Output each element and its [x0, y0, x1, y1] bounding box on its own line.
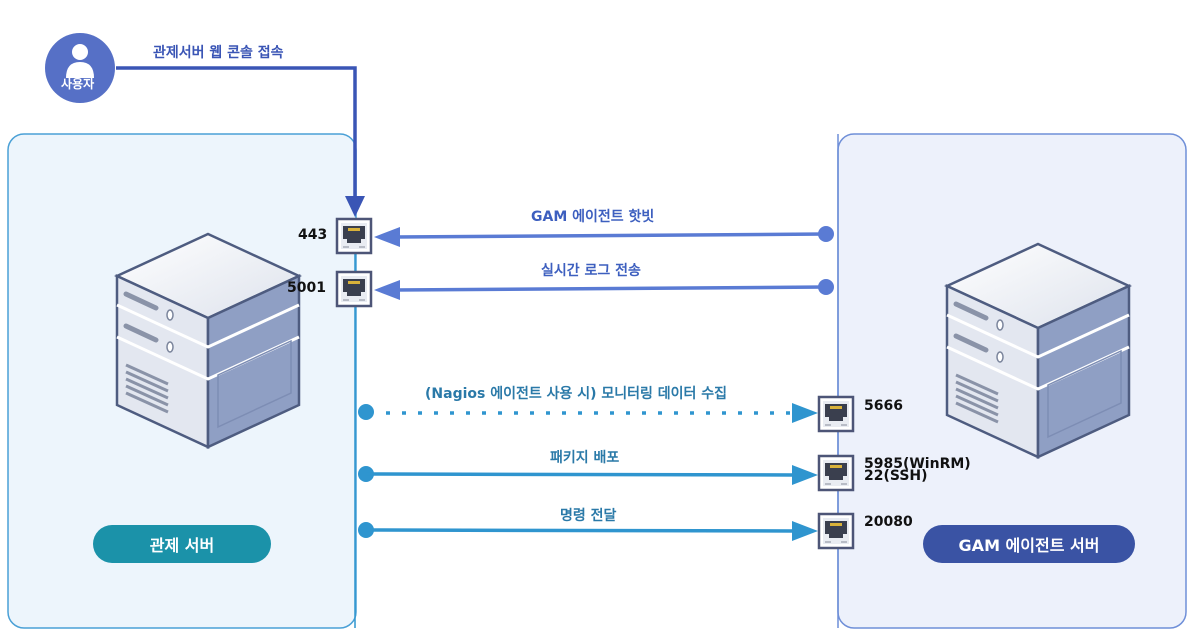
- port-443-icon: [335, 217, 373, 255]
- flow-heartbeat-line: [374, 226, 834, 247]
- web-console-arrowhead: [345, 196, 365, 217]
- port-5985-label: 5985(WinRM): [864, 456, 971, 472]
- port-443-label: 443: [298, 227, 328, 243]
- left-server-badge: 관제 서버: [93, 525, 271, 563]
- port-20080-icon: [817, 512, 855, 550]
- left-server-icon: [117, 234, 299, 447]
- web-console-connector: [116, 66, 357, 196]
- flow-command-line: [358, 521, 818, 541]
- right-server-icon: [947, 244, 1129, 457]
- web-console-label: 관제서버 웹 콘솔 접속: [153, 45, 284, 61]
- port-5666-icon: [817, 395, 855, 433]
- flow-log-label: 실시간 로그 전송: [541, 263, 641, 279]
- port-20080-label: 20080: [864, 514, 913, 530]
- flow-heartbeat-label: GAM 에이전트 핫빗: [531, 209, 655, 225]
- flow-package-label: 패키지 배포: [550, 450, 620, 466]
- flow-log-line: [374, 279, 834, 300]
- flow-nagios-label: (Nagios 에이전트 사용 시) 모니터링 데이터 수집: [425, 386, 728, 402]
- port-5666-label: 5666: [864, 398, 903, 414]
- port-5001-label: 5001: [287, 280, 326, 296]
- port-22-label: 22(SSH): [864, 468, 928, 484]
- user-icon: [66, 44, 94, 78]
- flow-package-line: [358, 465, 818, 485]
- flow-command-label: 명령 전달: [560, 508, 617, 524]
- right-server-badge: GAM 에이전트 서버: [923, 525, 1135, 563]
- user-label: 사용자: [61, 77, 95, 91]
- flow-nagios-line: [358, 403, 818, 423]
- port-5985-icon: [817, 454, 855, 492]
- port-5001-icon: [335, 270, 373, 308]
